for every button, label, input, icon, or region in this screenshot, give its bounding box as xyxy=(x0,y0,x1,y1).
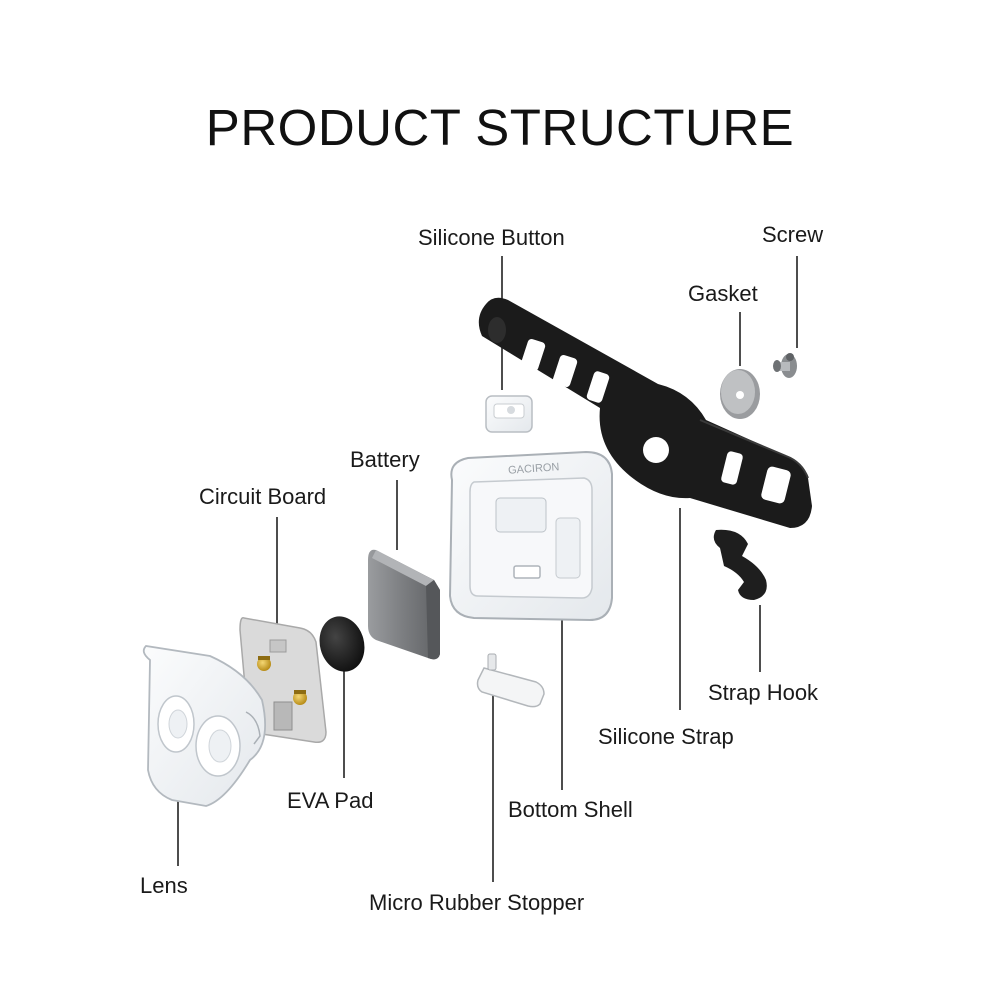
eva-pad-part xyxy=(319,616,365,672)
gasket-part xyxy=(720,369,760,419)
label-bottom-shell: Bottom Shell xyxy=(508,797,633,822)
silicone-button-part xyxy=(485,395,533,433)
lens-part xyxy=(142,645,267,807)
label-silicone-strap: Silicone Strap xyxy=(598,724,734,749)
leader-lines xyxy=(177,256,798,882)
battery-part xyxy=(368,549,440,660)
page-title: PRODUCT STRUCTURE xyxy=(205,99,795,156)
silicone-strap-part xyxy=(478,297,812,528)
strap-hook-part xyxy=(713,529,767,600)
label-screw: Screw xyxy=(762,222,824,247)
label-strap-hook: Strap Hook xyxy=(708,680,819,705)
shell-brand-text: GACIRON xyxy=(508,461,560,477)
screw-part xyxy=(773,353,797,378)
label-circuit-board: Circuit Board xyxy=(199,484,327,509)
micro-rubber-stopper-part xyxy=(476,653,545,708)
label-battery: Battery xyxy=(350,447,420,472)
label-micro-rubber-stopper: Micro Rubber Stopper xyxy=(369,890,585,915)
label-silicone-button: Silicone Button xyxy=(418,225,565,250)
bottom-shell-part: GACIRON xyxy=(448,450,613,622)
label-gasket: Gasket xyxy=(688,281,758,306)
label-lens: Lens xyxy=(140,873,188,898)
label-eva-pad: EVA Pad xyxy=(287,788,374,813)
